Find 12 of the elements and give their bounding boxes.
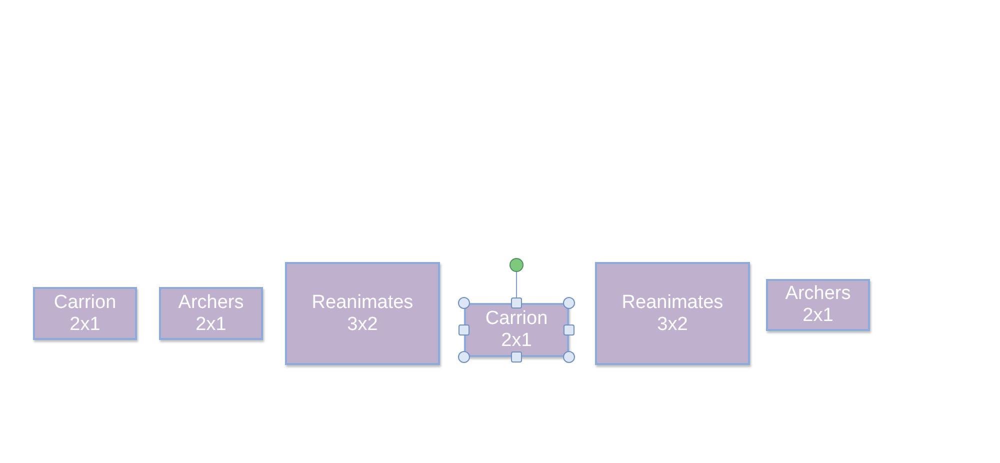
block-box (766, 279, 870, 331)
block-label: Archers 2x1 (178, 292, 244, 336)
block-label: Carrion 2x1 (54, 292, 116, 336)
block-box (595, 262, 750, 365)
block-box (33, 287, 137, 340)
block-label: Reanimates 3x2 (312, 292, 414, 336)
block-box (285, 262, 440, 365)
block-label: Reanimates 3x2 (622, 292, 724, 336)
block-box (464, 303, 569, 357)
block-label: Archers 2x1 (785, 283, 851, 327)
block-label: Carrion 2x1 (485, 308, 548, 352)
block-box (159, 287, 263, 340)
